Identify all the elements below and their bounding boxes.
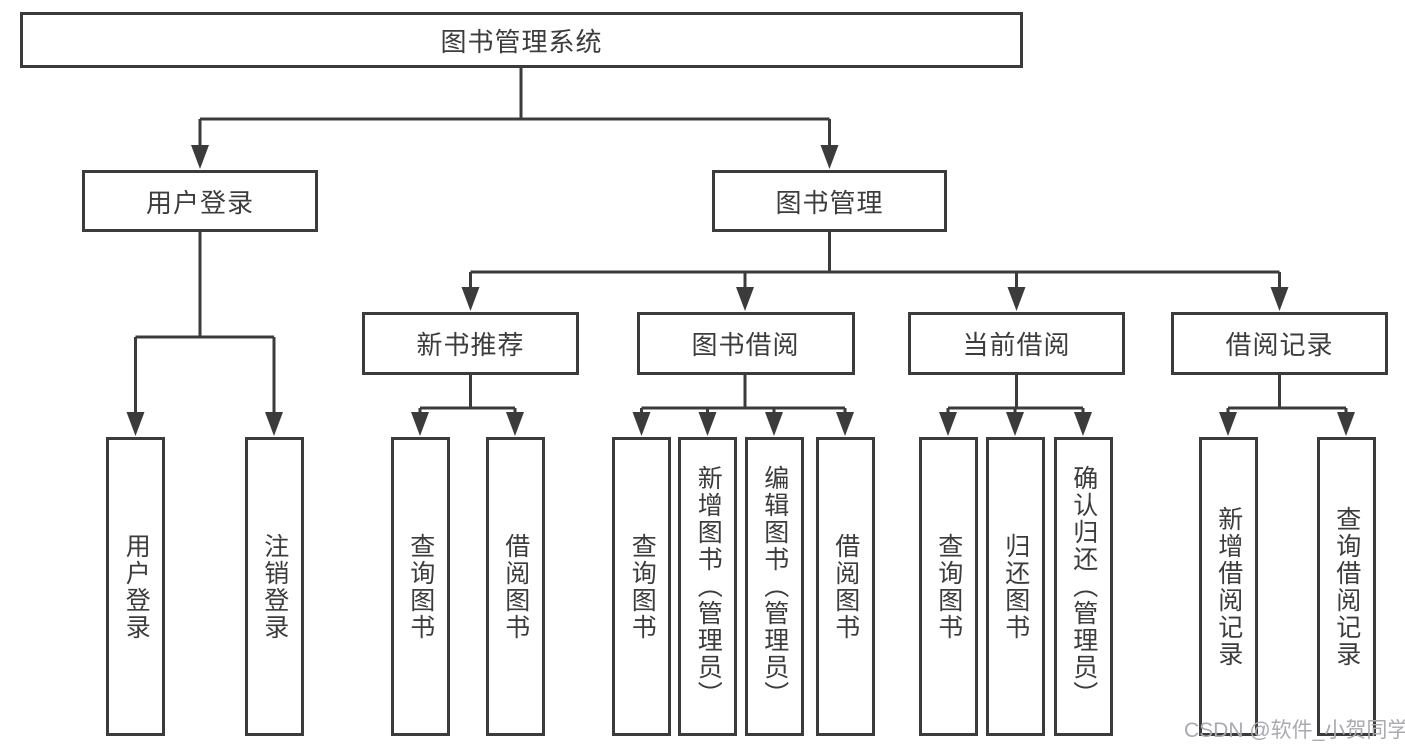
node-book-management-label: 图书管理 <box>775 187 884 218</box>
arrow-icon <box>1219 412 1237 436</box>
leaf-borrow-books-recommend-label: 借阅图书 <box>501 532 530 641</box>
node-root-system: 图书管理系统 <box>20 12 1023 68</box>
arrow-icon <box>765 412 783 436</box>
leaf-query-books-borrow-label: 查询图书 <box>628 532 657 641</box>
connector-current-borrow-split <box>946 375 1085 413</box>
arrow-icon <box>411 412 429 436</box>
leaf-query-books-current-label: 查询图书 <box>934 532 963 641</box>
connector-new-book-split <box>418 375 517 413</box>
arrow-icon <box>632 412 651 436</box>
arrow-icon <box>1270 287 1289 311</box>
leaf-edit-books-admin-label: 编辑图书（管理员） <box>760 465 789 708</box>
node-borrowing-records-label: 借阅记录 <box>1225 330 1334 360</box>
leaf-return-books-label: 归还图书 <box>1001 532 1030 641</box>
leaf-query-borrow-record: 查询借阅记录 <box>1316 437 1376 736</box>
connector-root-split <box>198 68 831 146</box>
node-book-borrowing: 图书借阅 <box>636 312 855 375</box>
leaf-borrow-books: 借阅图书 <box>815 437 875 736</box>
leaf-logout: 注销登录 <box>244 437 304 736</box>
leaf-return-books: 归还图书 <box>985 437 1045 736</box>
leaf-query-borrow-record-label: 查询借阅记录 <box>1332 505 1361 668</box>
leaf-borrow-books-label: 借阅图书 <box>831 532 860 641</box>
arrow-icon <box>836 412 854 436</box>
connector-segments <box>134 68 1348 413</box>
arrow-icon <box>126 412 145 436</box>
node-book-management: 图书管理 <box>712 170 947 232</box>
node-new-book-recommend-label: 新书推荐 <box>416 330 525 360</box>
node-book-borrowing-label: 图书借阅 <box>691 330 800 360</box>
arrow-icon <box>939 412 957 436</box>
arrowheads <box>126 145 1355 436</box>
leaf-logout-label: 注销登录 <box>260 532 289 641</box>
arrow-icon <box>506 412 524 436</box>
arrow-icon <box>1007 287 1026 311</box>
leaf-confirm-return-admin: 确认归还（管理员） <box>1053 437 1113 736</box>
node-current-borrowing: 当前借阅 <box>908 312 1125 375</box>
arrow-icon <box>1006 412 1024 436</box>
node-borrowing-records: 借阅记录 <box>1171 312 1388 375</box>
leaf-add-books-admin-label: 新增图书（管理员） <box>694 465 723 708</box>
connector-borrow-record-split <box>1226 375 1348 413</box>
leaf-add-borrow-record: 新增借阅记录 <box>1198 437 1258 736</box>
leaf-query-books-recommend-label: 查询图书 <box>406 532 435 641</box>
leaf-user-login: 用户登录 <box>106 437 165 736</box>
csdn-watermark: CSDN @软件_小贺同学 <box>1184 719 1405 742</box>
arrow-icon <box>265 412 283 436</box>
node-user-login: 用户登录 <box>82 170 318 232</box>
arrow-icon <box>698 412 717 436</box>
connector-book-borrow-split <box>640 375 847 413</box>
arrow-icon <box>736 287 754 311</box>
connector-user-login-split <box>134 232 276 413</box>
leaf-confirm-return-admin-label: 确认归还（管理员） <box>1069 465 1098 708</box>
node-current-borrowing-label: 当前借阅 <box>962 330 1071 360</box>
node-user-login-label: 用户登录 <box>145 187 254 218</box>
leaf-user-login-label: 用户登录 <box>122 532 151 641</box>
leaf-query-books-borrow: 查询图书 <box>612 437 671 736</box>
leaf-edit-books-admin: 编辑图书（管理员） <box>744 437 804 736</box>
arrow-icon <box>461 287 480 311</box>
arrow-icon <box>191 145 209 169</box>
node-new-book-recommend: 新书推荐 <box>362 312 579 375</box>
arrow-icon <box>820 145 839 169</box>
leaf-add-borrow-record-label: 新增借阅记录 <box>1214 505 1243 668</box>
leaf-add-books-admin: 新增图书（管理员） <box>678 437 737 736</box>
leaf-borrow-books-recommend: 借阅图书 <box>485 437 545 736</box>
connector-book-mgmt-split <box>469 232 1281 288</box>
leaf-query-books-current: 查询图书 <box>918 437 978 736</box>
arrow-icon <box>1074 412 1092 436</box>
leaf-query-books-recommend: 查询图书 <box>390 437 450 736</box>
node-root-system-label: 图书管理系统 <box>440 26 603 57</box>
arrow-icon <box>1337 412 1355 436</box>
